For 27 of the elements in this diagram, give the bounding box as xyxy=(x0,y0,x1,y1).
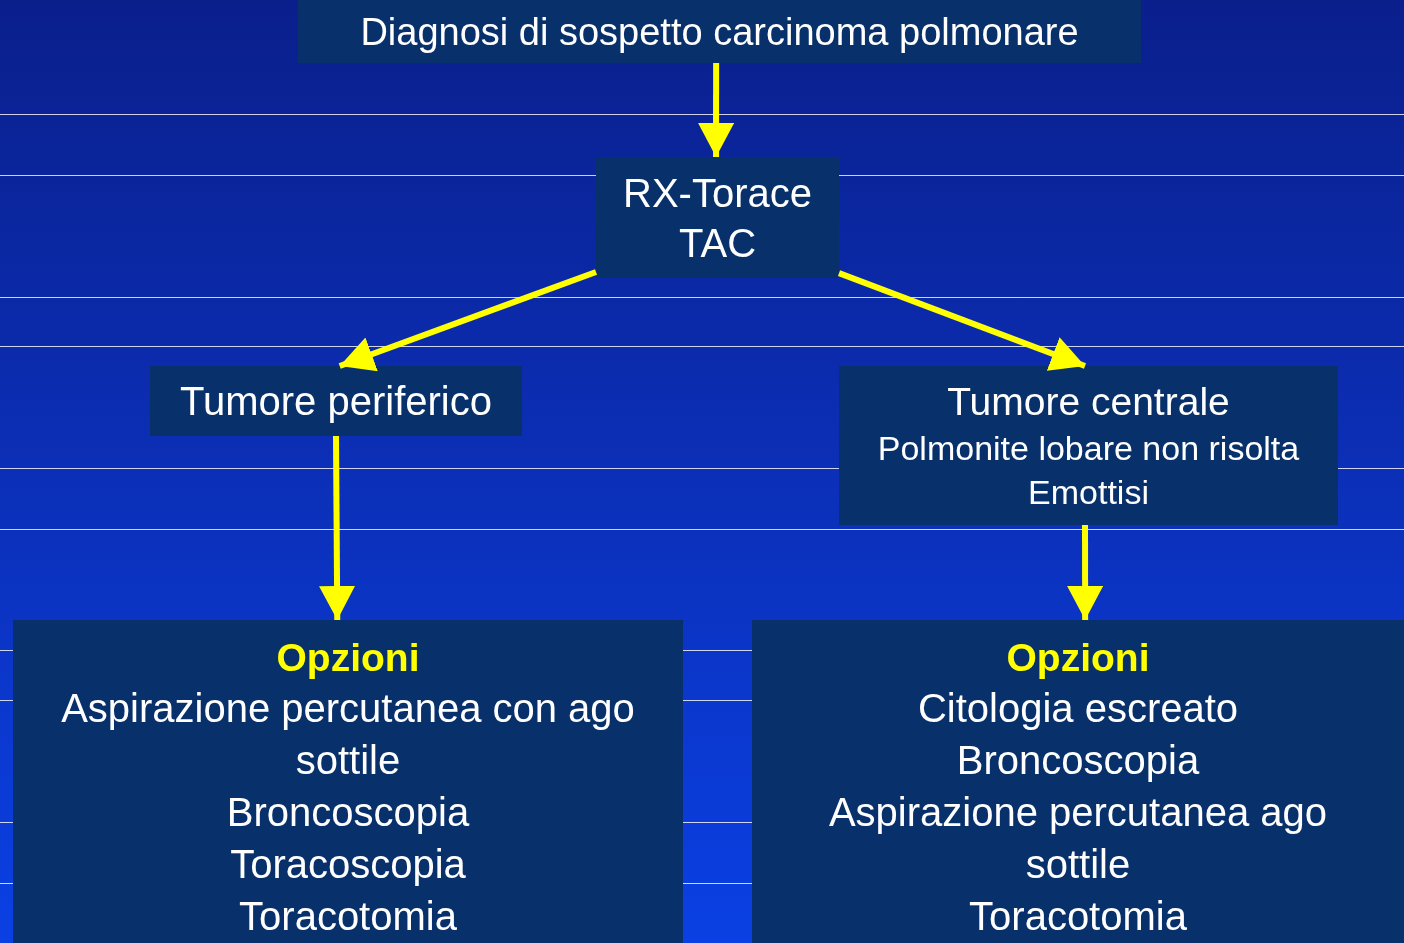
process-box xyxy=(150,366,522,436)
arrow xyxy=(837,270,1087,371)
box-text: Broncoscopia xyxy=(956,737,1200,784)
box-text: RX-Torace TAC xyxy=(622,169,813,267)
box-text: Aspirazione percutanea con ago sottile xyxy=(60,685,636,784)
arrow xyxy=(698,63,735,157)
arrow xyxy=(1067,525,1104,620)
box-text: Emottisi xyxy=(1028,471,1149,513)
box-text: Citologia escreato xyxy=(917,685,1239,732)
box-text: Toracoscopia xyxy=(230,841,466,888)
box-text: Polmonite lobare non risolta xyxy=(877,427,1300,469)
process-box xyxy=(596,157,839,278)
process-box xyxy=(298,0,1141,63)
box-text: Toracotomia xyxy=(969,893,1187,940)
process-box xyxy=(752,620,1404,943)
box-heading: Opzioni xyxy=(1006,635,1150,681)
box-text: Broncoscopia xyxy=(226,789,470,836)
arrow xyxy=(338,269,598,372)
box-heading: Opzioni xyxy=(276,635,420,681)
box-text: Toracotomia xyxy=(239,893,457,940)
box-heading: Tumore centrale xyxy=(947,378,1230,425)
box-text: Diagnosi di sospetto carcinoma polmonare xyxy=(360,9,1079,54)
arrow xyxy=(319,435,356,621)
process-box xyxy=(13,620,683,943)
process-box xyxy=(839,366,1338,525)
box-text: Tumore periferico xyxy=(180,378,492,425)
box-text: Aspirazione percutanea ago sottile xyxy=(827,789,1329,888)
